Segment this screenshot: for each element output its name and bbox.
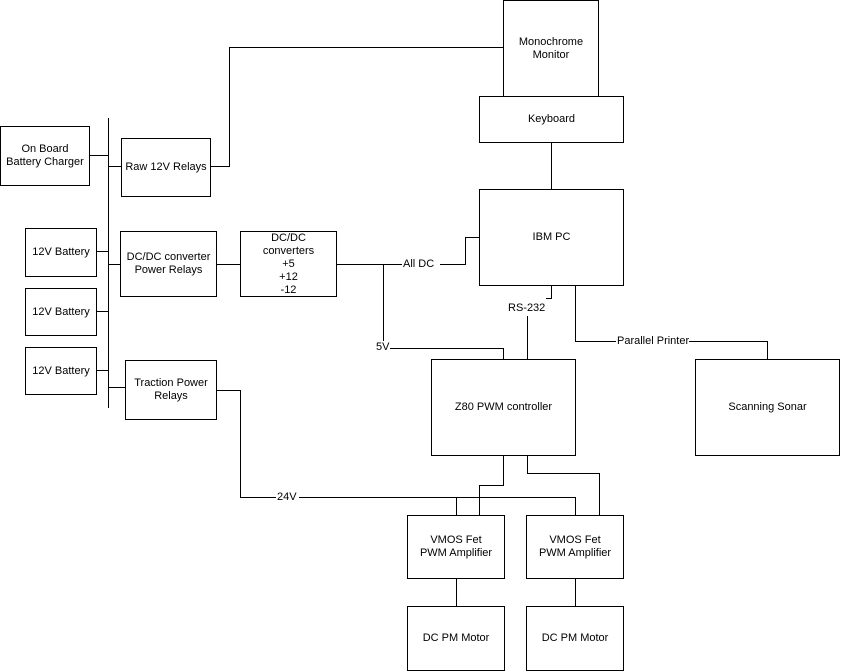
- battery-2-block: 12V Battery: [25, 288, 97, 336]
- five-volt-label: 5V: [376, 341, 390, 354]
- keyboard-block: Keyboard: [479, 96, 624, 143]
- all-dc-label: All DC: [403, 258, 435, 271]
- scanning-sonar-block: Scanning Sonar: [695, 359, 840, 456]
- raw-12v-relays-block: Raw 12V Relays: [121, 138, 211, 197]
- twenty-four-volt-label: 24V: [277, 491, 297, 504]
- parallel-printer-label: Parallel Printer: [617, 335, 690, 348]
- dc-pm-motor-right-block: DC PM Motor: [526, 606, 624, 671]
- ibm-pc-block: IBM PC: [479, 189, 624, 286]
- rs232-label: RS-232: [508, 302, 546, 315]
- z80-pwm-controller-block: Z80 PWM controller: [431, 359, 576, 456]
- dc-pm-motor-left-block: DC PM Motor: [407, 606, 505, 671]
- battery-1-block: 12V Battery: [25, 228, 97, 277]
- battery-3-block: 12V Battery: [25, 347, 97, 395]
